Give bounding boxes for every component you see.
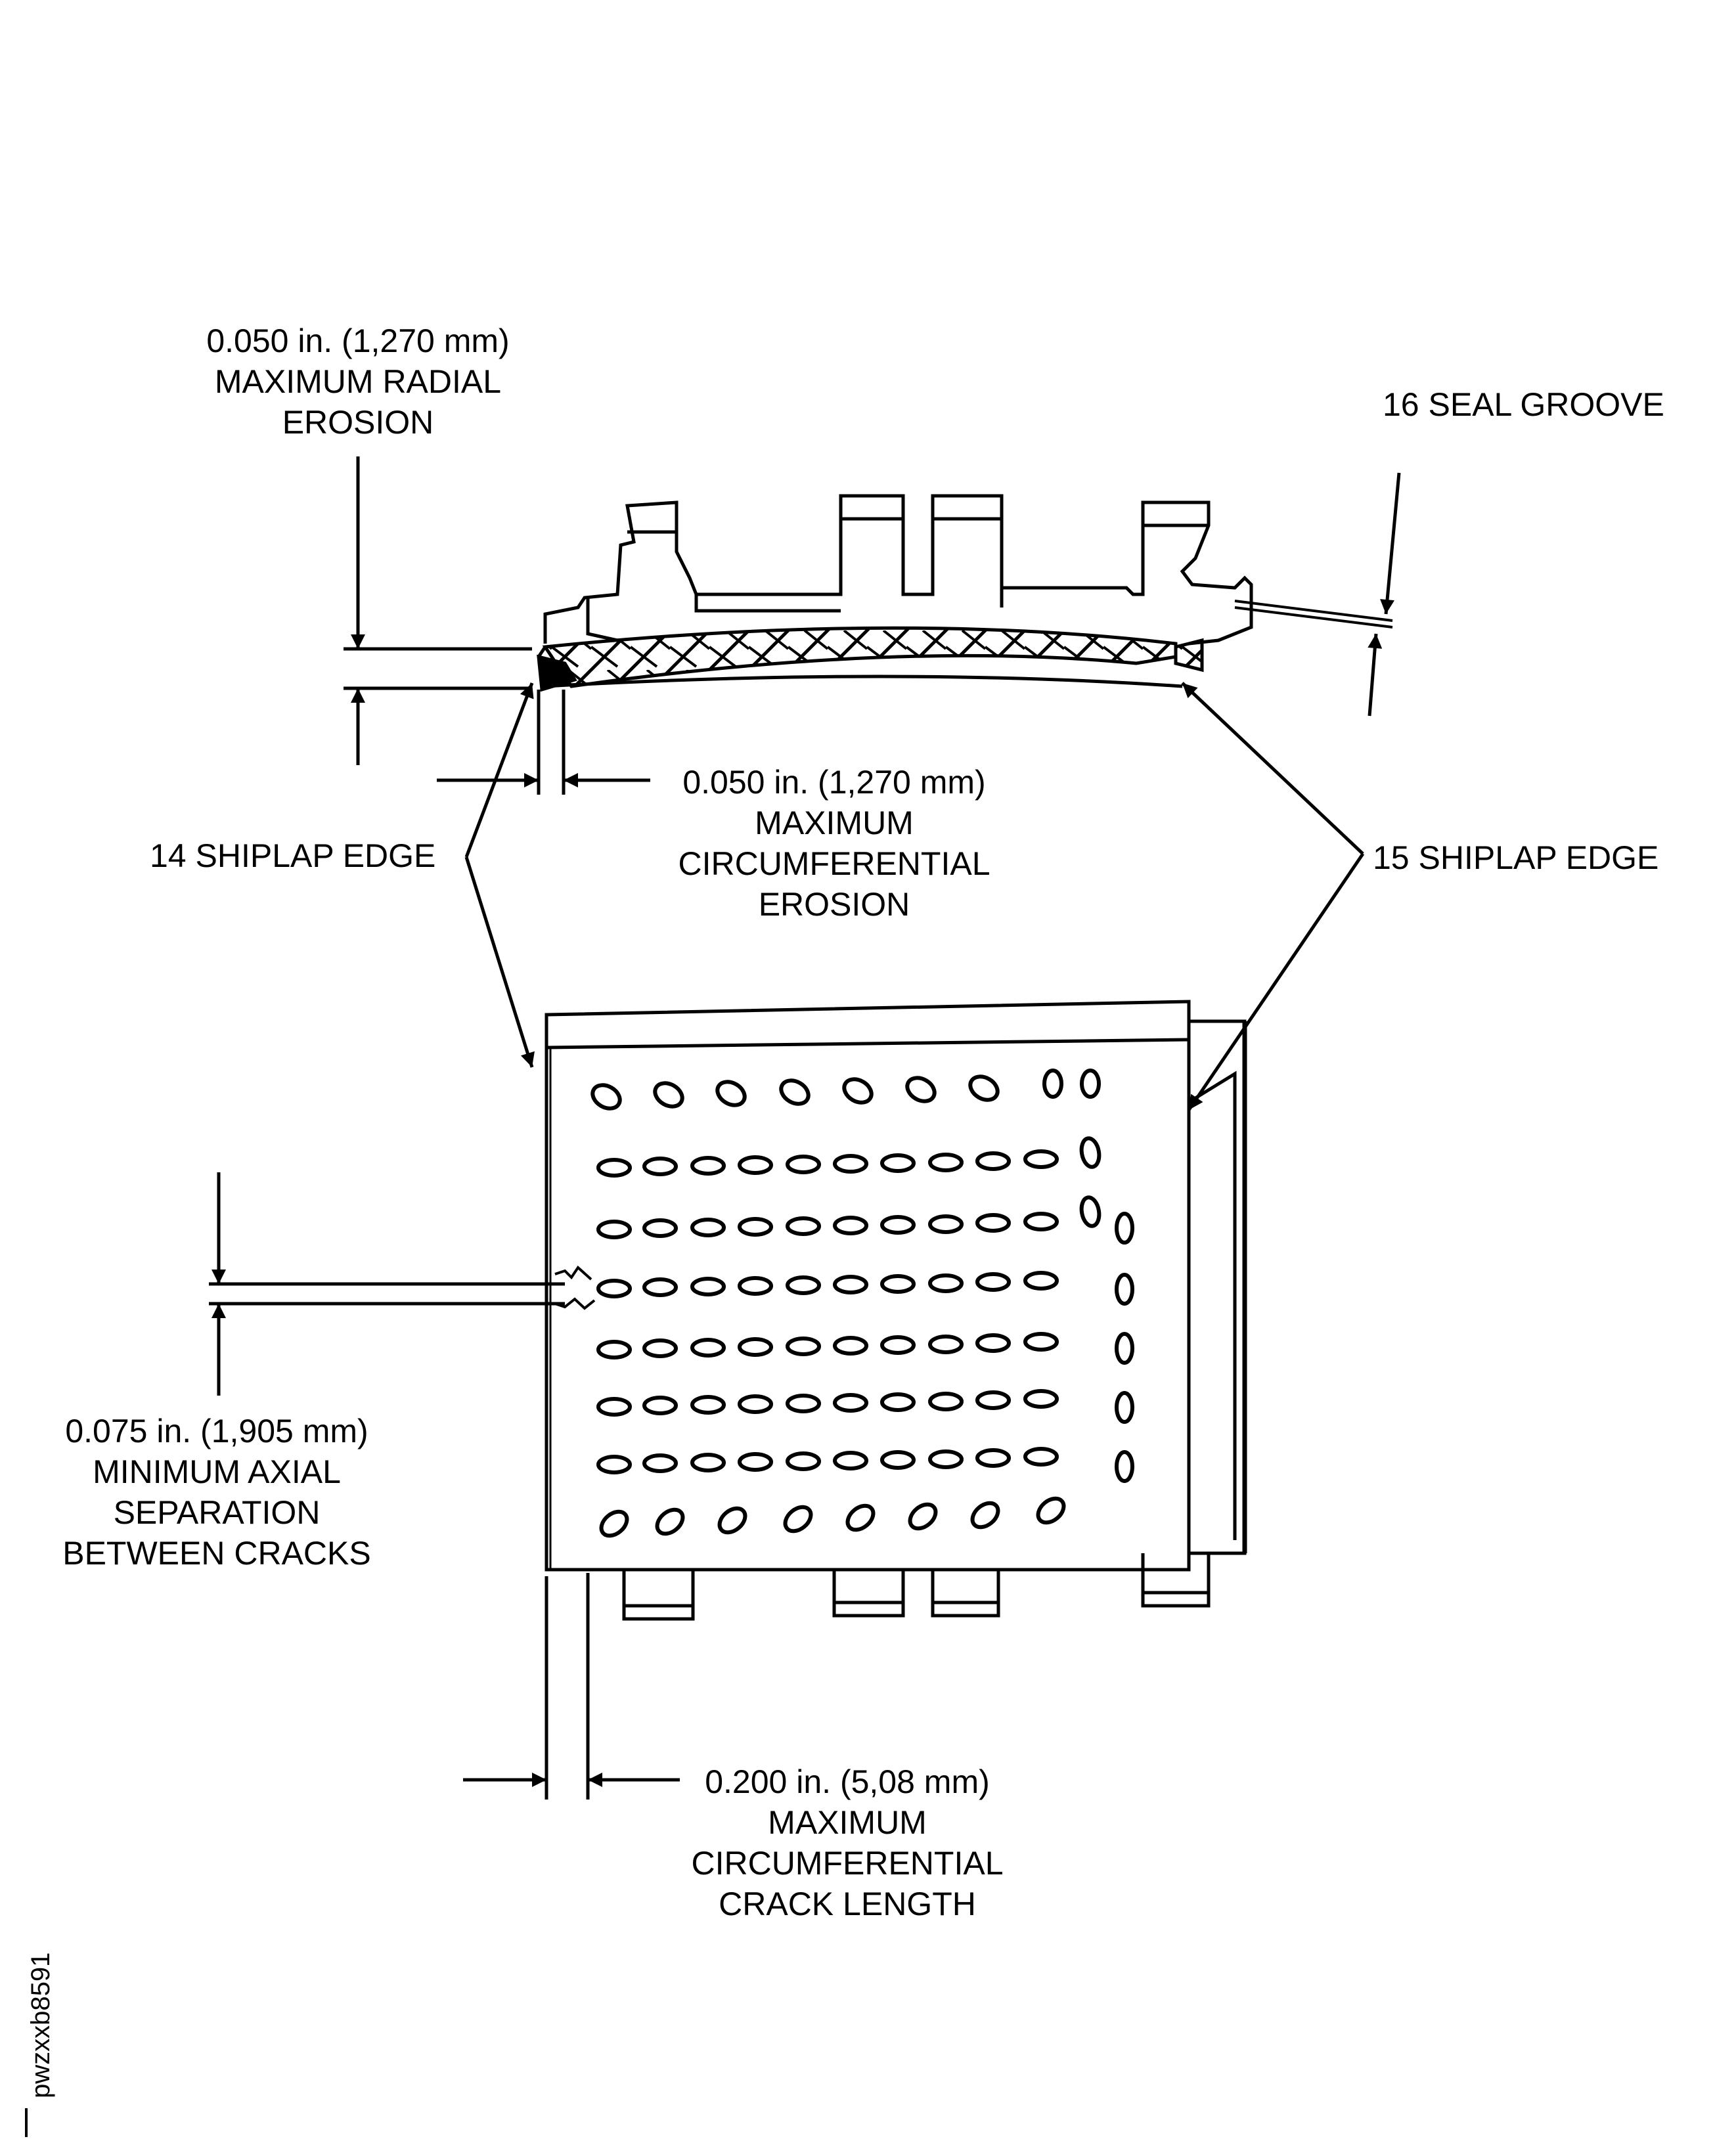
crack-length-line-2: MAXIMUM bbox=[768, 1804, 927, 1841]
seal-groove-lines bbox=[1234, 600, 1393, 629]
segment-plan-view bbox=[545, 1000, 1247, 1621]
crack-length-line-4: CRACK LENGTH bbox=[719, 1886, 976, 1922]
radial-erosion-line-2: MAXIMUM RADIAL bbox=[214, 363, 502, 400]
shiplap-15-leaders bbox=[1181, 682, 1365, 1111]
hole-row-2 bbox=[596, 1136, 1102, 1178]
hole-row-4 bbox=[596, 1271, 1134, 1306]
circumferential-erosion-dimension bbox=[437, 690, 650, 795]
circ-erosion-line-2: MAXIMUM bbox=[755, 805, 914, 841]
edge-cracks bbox=[554, 1265, 596, 1310]
axial-sep-line-1: 0.075 in. (1,905 mm) bbox=[65, 1413, 368, 1449]
crack-length-line-1: 0.200 in. (5,08 mm) bbox=[705, 1763, 990, 1800]
hole-row-8 bbox=[599, 1496, 1066, 1538]
seal-groove-dimension bbox=[1368, 472, 1401, 717]
axial-separation-label: 0.075 in. (1,905 mm) MINIMUM AXIAL SEPAR… bbox=[26, 1411, 407, 1574]
circ-erosion-line-1: 0.050 in. (1,270 mm) bbox=[682, 764, 986, 801]
segment-cross-section bbox=[537, 494, 1253, 692]
figure-id: pwzxxb8591 bbox=[26, 1952, 55, 2098]
hole-row-6 bbox=[596, 1389, 1134, 1424]
circumferential-erosion-label: 0.050 in. (1,270 mm) MAXIMUM CIRCUMFEREN… bbox=[650, 762, 1018, 925]
shiplap-14-text: 14 SHIPLAP EDGE bbox=[150, 837, 436, 874]
hole-row-1 bbox=[590, 1069, 1101, 1111]
crack-length-label: 0.200 in. (5,08 mm) MAXIMUM CIRCUMFERENT… bbox=[663, 1761, 1031, 1924]
seal-groove-text: 16 SEAL GROOVE bbox=[1383, 386, 1664, 423]
figure-id-bar bbox=[25, 2108, 28, 2137]
seal-groove-label: 16 SEAL GROOVE bbox=[1383, 384, 1664, 425]
cooling-holes bbox=[590, 1069, 1134, 1538]
radial-erosion-label: 0.050 in. (1,270 mm) MAXIMUM RADIAL EROS… bbox=[167, 320, 548, 443]
axial-sep-line-2: MINIMUM AXIAL bbox=[93, 1453, 341, 1490]
axial-sep-line-4: BETWEEN CRACKS bbox=[62, 1535, 371, 1572]
hole-row-7 bbox=[596, 1447, 1134, 1483]
shiplap-14-label: 14 SHIPLAP EDGE bbox=[150, 835, 435, 876]
shiplap-15-label: 15 SHIPLAP EDGE bbox=[1373, 837, 1658, 878]
radial-erosion-line-3: EROSION bbox=[282, 404, 434, 441]
hole-row-3 bbox=[596, 1195, 1134, 1245]
crack-length-line-3: CIRCUMFERENTIAL bbox=[691, 1845, 1004, 1882]
shiplap-15-text: 15 SHIPLAP EDGE bbox=[1373, 839, 1659, 876]
radial-erosion-line-1: 0.050 in. (1,270 mm) bbox=[206, 322, 510, 359]
hole-row-5 bbox=[596, 1332, 1134, 1365]
radial-erosion-dimension bbox=[344, 456, 532, 765]
axial-separation-dimension bbox=[209, 1172, 565, 1396]
crack-length-dimension bbox=[463, 1573, 680, 1800]
circ-erosion-line-3: CIRCUMFERENTIAL bbox=[678, 845, 990, 882]
axial-sep-line-3: SEPARATION bbox=[113, 1494, 321, 1531]
shiplap-14-leaders bbox=[464, 682, 535, 1068]
circ-erosion-line-4: EROSION bbox=[758, 886, 910, 923]
